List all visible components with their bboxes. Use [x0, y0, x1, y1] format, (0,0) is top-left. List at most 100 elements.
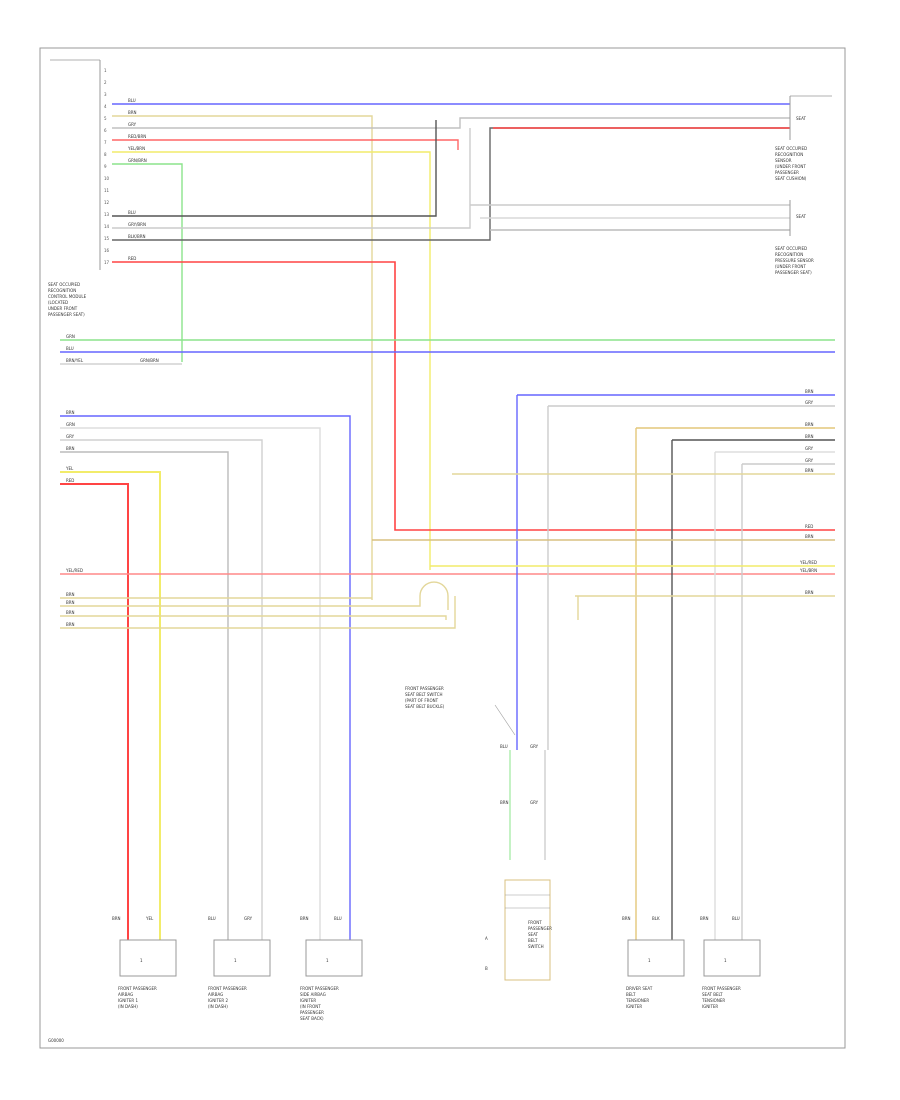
wire-top-yellow: [112, 151, 431, 570]
wire-label-bot-brn2: BRN: [300, 916, 309, 921]
wire-label-right-r6: GRY: [805, 458, 814, 463]
wire-label-top-red: RED/BRN: [128, 134, 146, 139]
wire-label-bot-brn1: BRN: [112, 916, 121, 921]
wire-label-right-low: BRN: [805, 590, 814, 595]
wire-label-blue-long: BLU: [66, 346, 74, 351]
wire-top-gray: [112, 117, 790, 129]
wire-label-bot-blu2: BLU: [334, 916, 342, 921]
bottom-igniter-2: 1: [213, 939, 271, 977]
svg-text:1: 1: [104, 68, 107, 73]
wire-label-right-r3: BRN: [805, 422, 814, 427]
svg-text:14: 14: [104, 224, 110, 229]
wire-label-bot-yel: YEL: [145, 916, 154, 921]
bottom-igniter-1: 1: [119, 939, 177, 977]
bottom-igniter-3: 1: [305, 939, 363, 977]
wire-top-red: [112, 139, 459, 150]
svg-text:1: 1: [140, 958, 143, 963]
wire-label-right-r2: GRY: [805, 400, 814, 405]
wire-label-mid-gray: GRY/BRN: [128, 222, 146, 227]
svg-text:6: 6: [104, 128, 107, 133]
svg-text:11: 11: [104, 188, 110, 193]
wire-label-red-short: RED: [66, 478, 74, 483]
wire-label-right-brn: BRN: [805, 534, 814, 539]
main-module-label: SEAT OCCUPIED RECOGNITION CONTROL MODULE…: [48, 282, 87, 317]
wire-top-tan: [112, 115, 373, 600]
svg-text:10: 10: [104, 176, 110, 181]
wire-label-bot-gry: GRY: [244, 916, 253, 921]
svg-text:3: 3: [104, 92, 107, 97]
wire-label-sw-gry: GRY: [530, 744, 539, 749]
wire-label-sw-blu: BLU: [500, 744, 508, 749]
svg-text:1: 1: [234, 958, 237, 963]
wire-label-yel-short: YEL: [65, 466, 74, 471]
wire-label-mid-dark: BLK/BRN: [128, 234, 145, 239]
wire-label-bot-blu: BLU: [208, 916, 216, 921]
wire-label-group: BLU BRN GRY RED/BRN YEL/BRN GRN/BRN BLU …: [65, 98, 817, 971]
svg-text:SEAT: SEAT: [796, 116, 806, 121]
wire-yel-short: [60, 471, 161, 940]
wire-tan-3: [60, 615, 447, 620]
wire-label-green-long: GRN: [66, 334, 75, 339]
wire-grp-tan: [60, 427, 321, 940]
wire-label-sw-b: B: [485, 966, 488, 971]
svg-text:1: 1: [724, 958, 727, 963]
wire-label-left-tag-1: BRN/YEL: [66, 358, 84, 363]
wire-label-right-r1: BRN: [805, 389, 814, 394]
wire-label-top-yellow: YEL/BRN: [127, 146, 145, 151]
wire-label-right-red: RED: [805, 524, 813, 529]
wire-label-sw-brn: BRN: [500, 800, 509, 805]
top-wires: [112, 103, 790, 600]
wire-label-mid-blue: BLU: [128, 210, 136, 215]
svg-text:16: 16: [104, 248, 110, 253]
wire-label-bot-brn4: BRN: [700, 916, 709, 921]
svg-text:SEAT: SEAT: [796, 214, 806, 219]
right-top-component: SEAT: [789, 95, 832, 140]
tan-group-wires: [60, 581, 456, 629]
bottom-igniter-1-label: FRONT PASSENGER AIRBAG IGNITER 1 (IN DAS…: [118, 986, 158, 1009]
wire-label-red-horiz: YEL/RED: [65, 568, 83, 573]
right-top-label: SEAT OCCUPIED RECOGNITION SENSOR (UNDER …: [775, 146, 808, 181]
wire-label-red-long: RED: [128, 256, 136, 261]
bottom-igniter-3-label: FRONT PASSENGER SIDE AIRBAG IGNITER (IN …: [300, 986, 340, 1021]
wire-tan-2: [60, 581, 449, 610]
wire-grp-white: [60, 451, 229, 940]
center-switch: [504, 750, 551, 981]
svg-text:1: 1: [326, 958, 329, 963]
bottom-igniter-5-label: FRONT PASSENGER SEAT BELT TENSIONER IGNI…: [701, 986, 742, 1009]
wire-label-sw-gry2: GRY: [530, 800, 539, 805]
wire-label-tan-3: BRN: [66, 610, 75, 615]
wire-label-left-tag-2: GRN/BRN: [140, 358, 159, 363]
svg-text:9: 9: [104, 164, 107, 169]
wire-label-right-r4: BRN: [805, 434, 814, 439]
wire-label-top-green: GRN/BRN: [128, 158, 147, 163]
wire-label-grp-blue: BRN: [66, 410, 75, 415]
svg-text:7: 7: [104, 140, 107, 145]
svg-text:5: 5: [104, 116, 107, 121]
wire-label-grp-white: BRN: [66, 446, 75, 451]
wire-grp-gray: [60, 439, 263, 940]
figure-id: G00000: [48, 1038, 64, 1043]
svg-text:13: 13: [104, 212, 110, 217]
wire-label-bot-blk: BLK: [652, 916, 660, 921]
wire-label-bot-brn3: BRN: [622, 916, 631, 921]
wire-mid-dark: [112, 127, 790, 241]
wire-label-bot-blu3: BLU: [732, 916, 740, 921]
diagram-frame: [39, 47, 846, 1049]
right-group-wires: [372, 394, 835, 940]
wire-label-right-r5: GRY: [805, 446, 814, 451]
center-switch-label: FRONT PASSENGER SEAT BELT SWITCH: [528, 920, 553, 949]
wire-label-grp-gray: GRY: [66, 434, 75, 439]
wire-label-right-yelred: YEL/RED: [799, 560, 817, 565]
wire-tan-4: [60, 596, 456, 629]
wire-label-top-tan: BRN: [128, 110, 137, 115]
main-module-pin-numbers: 1 2 3 4 5 6 7 8 9 10 11 12 13 14 15 16 1…: [104, 68, 110, 265]
wire-label-right-r7: BRN: [805, 468, 814, 473]
bottom-igniter-4-label: DRIVER SEAT BELT TENSIONER IGNITER: [625, 986, 654, 1009]
main-module-connector: [50, 59, 101, 270]
wire-label-grp-tan: GRN: [66, 422, 75, 427]
right-mid-label: SEAT OCCUPIED RECOGNITION PRESSURE SENSO…: [775, 246, 815, 275]
svg-text:12: 12: [104, 200, 110, 205]
wire-mid-blue: [112, 120, 437, 217]
right-mid-component: SEAT: [789, 200, 806, 236]
svg-text:2: 2: [104, 80, 107, 85]
